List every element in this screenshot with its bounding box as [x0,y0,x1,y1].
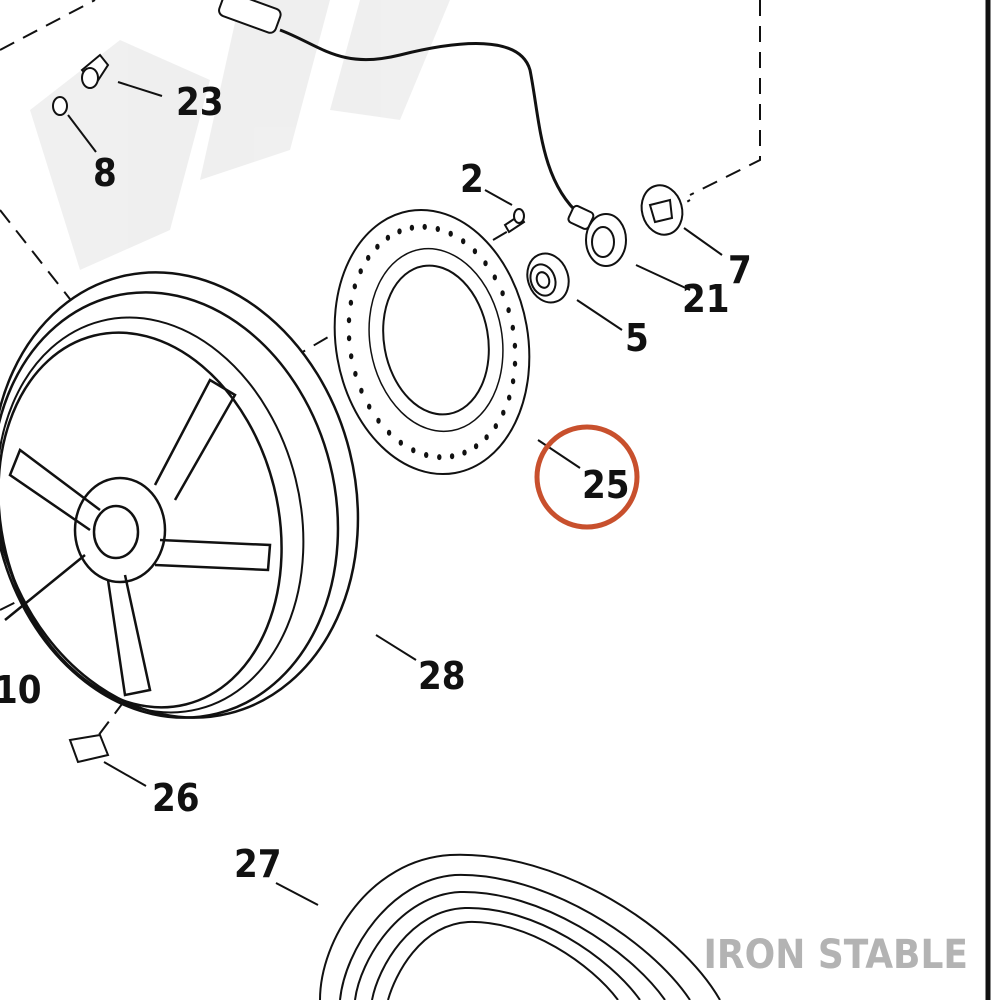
callout-2: 2 [460,157,484,201]
disc-hole [483,260,488,267]
disc-hole [386,429,392,436]
disc-hole [437,454,442,461]
disc-hole [461,238,466,245]
disc-hole [422,223,427,230]
disc-hole [359,387,364,394]
disc-hole [398,439,403,446]
disc-hole [366,254,371,261]
disc-hole [448,230,453,237]
disc-hole [510,324,515,331]
tire-part [319,853,721,1001]
disc-hole [385,234,391,241]
background-watermark-mark [30,0,450,270]
disc-hole [367,403,372,410]
wheel-bearing-part [526,252,570,304]
disc-hole [492,274,497,281]
disc-hole [397,228,402,235]
disc-hole [449,453,455,460]
brand-watermark: IRON STABLE [704,932,968,978]
valve-stem-part [80,53,110,89]
disc-hole [512,342,518,349]
disc-hole [348,299,354,306]
disc-hole [346,335,352,342]
callout-28: 28 [418,654,466,698]
disc-hole [411,447,416,454]
callout-25: 25 [582,463,630,507]
callout-27: 27 [234,842,282,886]
disc-hole [512,360,518,367]
callout-23: 23 [176,80,224,124]
disc-hole [510,378,516,385]
disc-hole [375,243,380,250]
disc-hole [409,224,415,231]
disc-hole [472,248,478,255]
valve-cap-part [52,96,68,116]
disc-hole [376,417,381,424]
callout-10: 10 [0,668,42,712]
disc-hole [501,409,506,416]
disc-hole [506,307,511,314]
disc-hole [435,226,440,232]
balance-weight-part [68,733,110,764]
callout-leader-lines [67,81,723,906]
callout-26: 26 [152,776,200,820]
disc-hole [484,434,489,441]
highlight-ring [534,424,640,530]
callout-7: 7 [728,248,752,292]
disc-hole [462,449,467,456]
speed-sensor-assembly [218,0,627,267]
callout-8: 8 [93,151,117,195]
sensor-ring-cap-part [640,184,684,236]
disc-hole [500,290,505,297]
disc-hole [353,370,358,377]
disc-hole [346,317,352,324]
brake-disc-holes [346,223,518,461]
disc-hole [352,283,357,290]
disc-hole [358,268,363,275]
disc-screw-part [503,208,526,234]
callout-21: 21 [682,277,730,321]
callout-5: 5 [625,316,649,360]
disc-hole [349,353,354,360]
brake-disc-part [333,208,531,476]
disc-hole [507,394,512,401]
disc-hole [473,443,479,450]
wheel-rim-part [0,271,360,719]
disc-hole [493,423,498,430]
disc-hole [424,452,429,458]
